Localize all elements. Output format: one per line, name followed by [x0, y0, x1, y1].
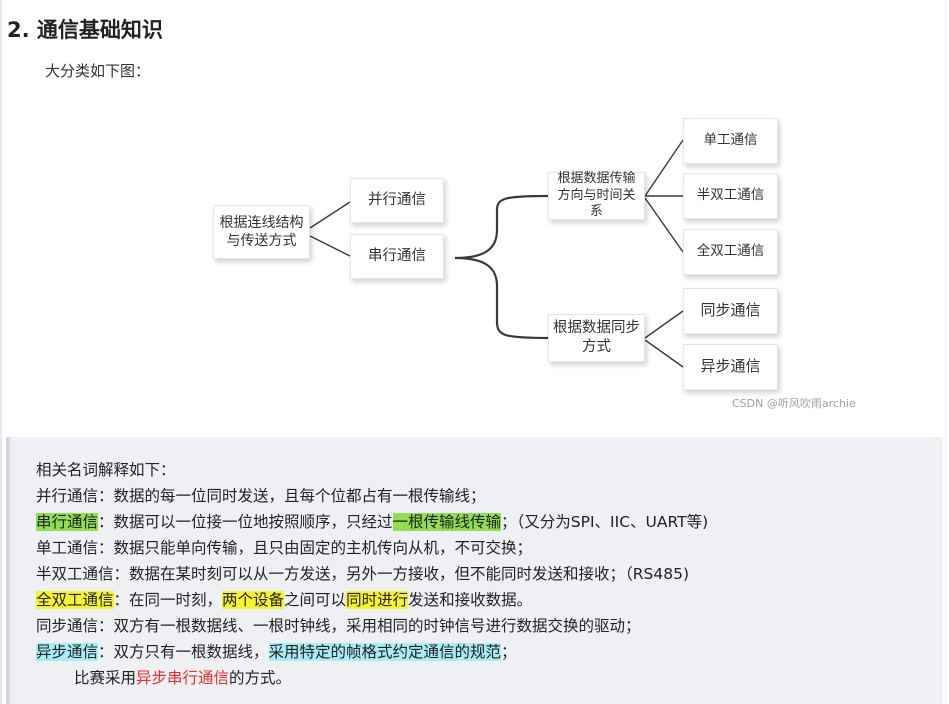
node-root: 根据连线结构与传送方式 [213, 205, 310, 259]
intro-text: 大分类如下图： [45, 62, 151, 80]
node-parallel: 并行通信 [350, 178, 444, 223]
explain-full-duplex: 全双工通信：在同一时刻，两个设备之间可以同时进行发送和接收数据。 [36, 591, 533, 609]
node-full-duplex: 全双工通信 [683, 229, 778, 275]
node-sync-mode: 根据数据同步方式 [548, 314, 645, 362]
highlight-term: 串行通信 [36, 513, 99, 531]
explanation-block: 相关名词解释如下： 并行通信：数据的每一位同时发送，且每个位都占有一根传输线； … [6, 437, 943, 704]
node-half-duplex: 半双工通信 [683, 173, 778, 219]
node-sync: 同步通信 [683, 288, 778, 334]
connector-dir-simplex [644, 139, 684, 197]
highlight-phrase: 两个设备 [222, 591, 285, 609]
cropped-previous-line [4, 0, 304, 5]
explain-simplex: 单工通信：数据只能单向传输，且只由固定的主机传向从机，不可交换； [36, 539, 533, 557]
connector-sync-async [644, 339, 684, 368]
highlight-phrase: 同时进行 [346, 591, 409, 609]
page-right-border [945, 0, 946, 704]
explain-half-duplex: 半双工通信：数据在某时刻可以从一方发送，另外一方接收，但不能同时发送和接收；（R… [36, 565, 690, 583]
highlight-phrase: 一根传输线传输 [392, 513, 502, 531]
node-serial: 串行通信 [350, 234, 444, 279]
brace-serial [454, 194, 549, 340]
connector-root-parallel [309, 201, 351, 229]
node-async: 异步通信 [683, 344, 778, 390]
highlight-term: 全双工通信 [36, 591, 114, 609]
node-direction-time: 根据数据传输方向与时间关系 [548, 171, 645, 220]
connector-dir-full [644, 197, 684, 253]
explain-async: 异步通信：双方只有一根数据线，采用特定的帧格式约定通信的规范； [36, 643, 517, 661]
explain-parallel: 并行通信：数据的每一位同时发送，且每个位都占有一根传输线； [36, 487, 486, 505]
explain-contest: 比赛采用异步串行通信的方式。 [74, 669, 292, 687]
csdn-watermark: CSDN @听风吹雨archie [732, 397, 856, 410]
explain-title: 相关名词解释如下： [36, 461, 176, 479]
explain-serial: 串行通信：数据可以一位接一位地按照顺序，只经过一根传输线传输；（又分为SPI、I… [36, 513, 709, 531]
red-emphasis: 异步串行通信 [136, 669, 230, 687]
node-simplex: 单工通信 [683, 118, 778, 164]
connector-root-serial [309, 235, 351, 257]
page-left-border [0, 0, 2, 704]
connector-sync-sync [644, 310, 684, 339]
explain-sync: 同步通信：双方有一根数据线、一根时钟线，采用相同的时钟信号进行数据交换的驱动； [36, 617, 641, 635]
communication-classification-diagram: 根据连线结构与传送方式 并行通信 串行通信 根据数据传输方向与时间关系 根据数据… [205, 110, 905, 430]
highlight-phrase: 采用特定的帧格式约定通信的规范 [268, 643, 502, 661]
highlight-term: 异步通信 [36, 643, 99, 661]
section-heading: 2. 通信基础知识 [7, 18, 163, 42]
diagram-connectors [309, 139, 684, 368]
